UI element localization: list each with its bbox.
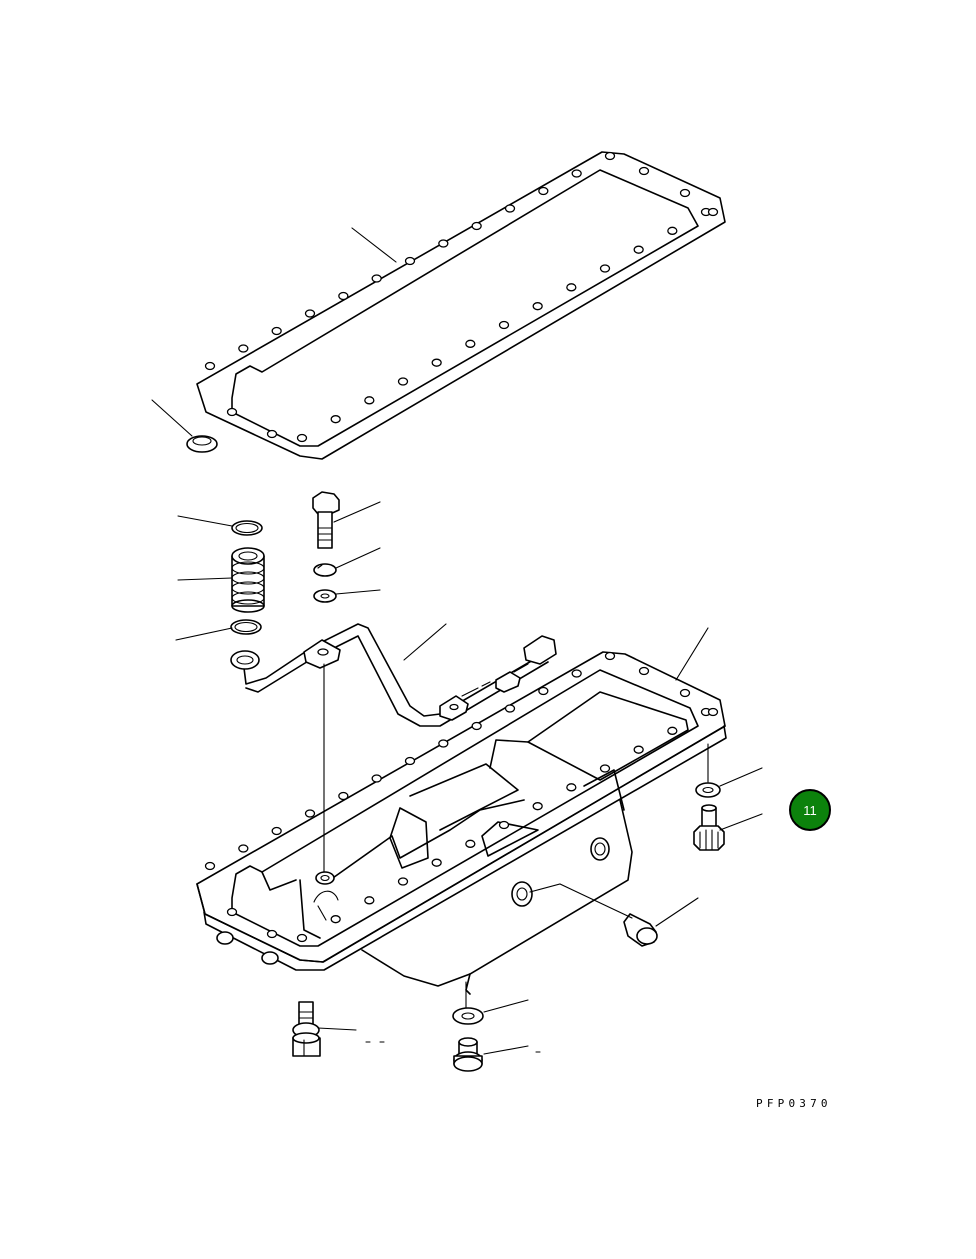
bolt-hole [638,666,650,676]
bolt-hole [667,726,678,735]
bolt-hole [338,791,349,801]
drawing-code: PFP0370 [756,1097,832,1110]
bolt-hole [599,764,611,773]
bolt-hole [371,774,382,783]
bolt-hole [532,302,543,311]
flat-washer[interactable] [313,589,337,603]
bolt-hole [532,802,543,811]
bolt-hole [638,166,650,176]
bolt-hole [330,415,341,424]
bolt-hole [571,169,582,178]
callout-badge-11[interactable]: 11 [789,789,831,831]
bolt-hole [296,933,308,943]
leader-line [483,1045,541,1055]
bolt-hole [266,429,278,439]
bolt-hole [431,358,442,367]
bolt-hole [438,739,449,748]
bolt-hole [465,839,476,848]
leader-line [335,589,381,595]
bolt-hole [438,239,449,248]
bolt-hole [604,151,616,161]
bolt-hole [371,274,382,283]
bolt-hole [364,396,375,405]
bolt-hole [679,688,691,698]
bolt-hole [404,756,416,766]
leader-line [177,577,233,581]
bottom-bolt[interactable] [292,1001,321,1057]
bolt-hole [633,245,644,254]
bolt-hole [238,844,249,853]
bolt-hole [338,291,349,301]
bolt-hole [599,264,611,273]
bolt-hole [707,207,719,217]
leader-line [177,515,233,527]
leader-line [655,897,699,927]
bolt-hole [571,669,582,678]
bolt-hole [238,344,249,353]
bolt-hole [266,929,278,939]
bolt-hole [404,256,416,266]
leader-line [719,767,763,787]
bolt-hole [633,745,644,754]
leader-line [529,883,633,919]
bolt-hole [707,707,719,717]
bolt-hole [296,433,308,443]
bolt-hole [566,783,577,792]
bolt-hole [271,326,282,336]
bolt-hole [465,339,476,348]
leader-line [175,627,233,641]
pan-washer[interactable] [695,782,721,798]
bottom-washer[interactable] [452,1007,484,1025]
pan-bolt[interactable] [693,804,725,851]
side-plug[interactable] [623,913,658,947]
leader-line [351,227,397,263]
o-ring-lower[interactable] [230,619,262,635]
bolt-hole [471,221,482,231]
bolt-hole [498,820,510,830]
bolt-hole [679,188,691,198]
bottom-plug[interactable] [453,1037,483,1072]
leader-line [675,627,709,681]
bolt-hole [397,877,409,886]
spring-washer[interactable] [313,563,337,577]
bolt-hole [504,204,516,213]
bolt-hole [667,226,678,235]
bolt-hole [604,651,616,661]
bolt-hole [397,377,409,386]
bolt-hole [471,721,482,731]
bolt-hole [431,858,442,867]
leader-line [719,813,763,831]
bolt-hole [504,704,516,713]
strainer[interactable] [231,547,265,613]
leader-line [483,999,529,1013]
bolt[interactable] [312,491,340,549]
oil-pan[interactable] [196,651,727,995]
leader-line [333,501,381,523]
bolt-hole [226,407,238,417]
bolt-hole [204,361,216,371]
leader-line [317,1027,357,1031]
bolt-hole [538,686,549,696]
bolt-hole [538,186,549,196]
bolt-hole [330,915,341,924]
bolt-hole [226,907,238,917]
bolt-hole [271,826,282,836]
bolt-hole [304,309,316,318]
bolt-hole [204,861,216,871]
leader-line [335,547,381,569]
gasket[interactable] [196,151,726,460]
gasket-callout-ring[interactable] [186,435,218,453]
bolt-hole [304,809,316,818]
leader-line [403,623,447,661]
leader-line [151,399,193,437]
bolt-hole [566,283,577,292]
bolt-hole [498,320,510,330]
suction-tube[interactable] [230,623,557,727]
o-ring-upper[interactable] [231,520,263,536]
bolt-hole [364,896,375,905]
